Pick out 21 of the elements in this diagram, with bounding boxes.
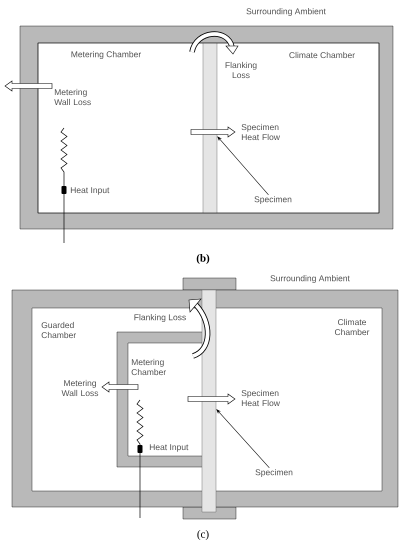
specimen-strip	[202, 42, 218, 214]
text-label: Climate Chamber	[289, 52, 355, 58]
text-label: Metering Chamber	[132, 358, 166, 376]
panel-caption: (c)	[197, 530, 209, 540]
text-label: Climate Chamber	[334, 318, 370, 336]
text-label: Flanking Loss	[226, 62, 257, 78]
text-label: Flanking Loss	[134, 314, 186, 322]
specimen-strip	[202, 290, 216, 512]
panel-caption: (b)	[196, 254, 210, 264]
text-label: Surrounding Ambient	[270, 275, 350, 283]
specimen-label: Specimen	[256, 469, 292, 477]
specimen-label: Specimen	[254, 196, 292, 204]
text-label: Metering Wall Loss	[62, 380, 98, 396]
text-label: Surrounding Ambient	[246, 8, 326, 16]
text-label: Specimen Heat Flow	[242, 124, 280, 140]
text-label: Specimen Heat Flow	[242, 390, 280, 406]
text-label: Metering Chamber	[72, 51, 142, 59]
text-label: Guarded Chamber	[42, 322, 76, 338]
text-label: Heat Input	[150, 444, 188, 452]
text-label: Heat Input	[70, 187, 110, 195]
text-label: Metering Wall Loss	[54, 88, 91, 106]
